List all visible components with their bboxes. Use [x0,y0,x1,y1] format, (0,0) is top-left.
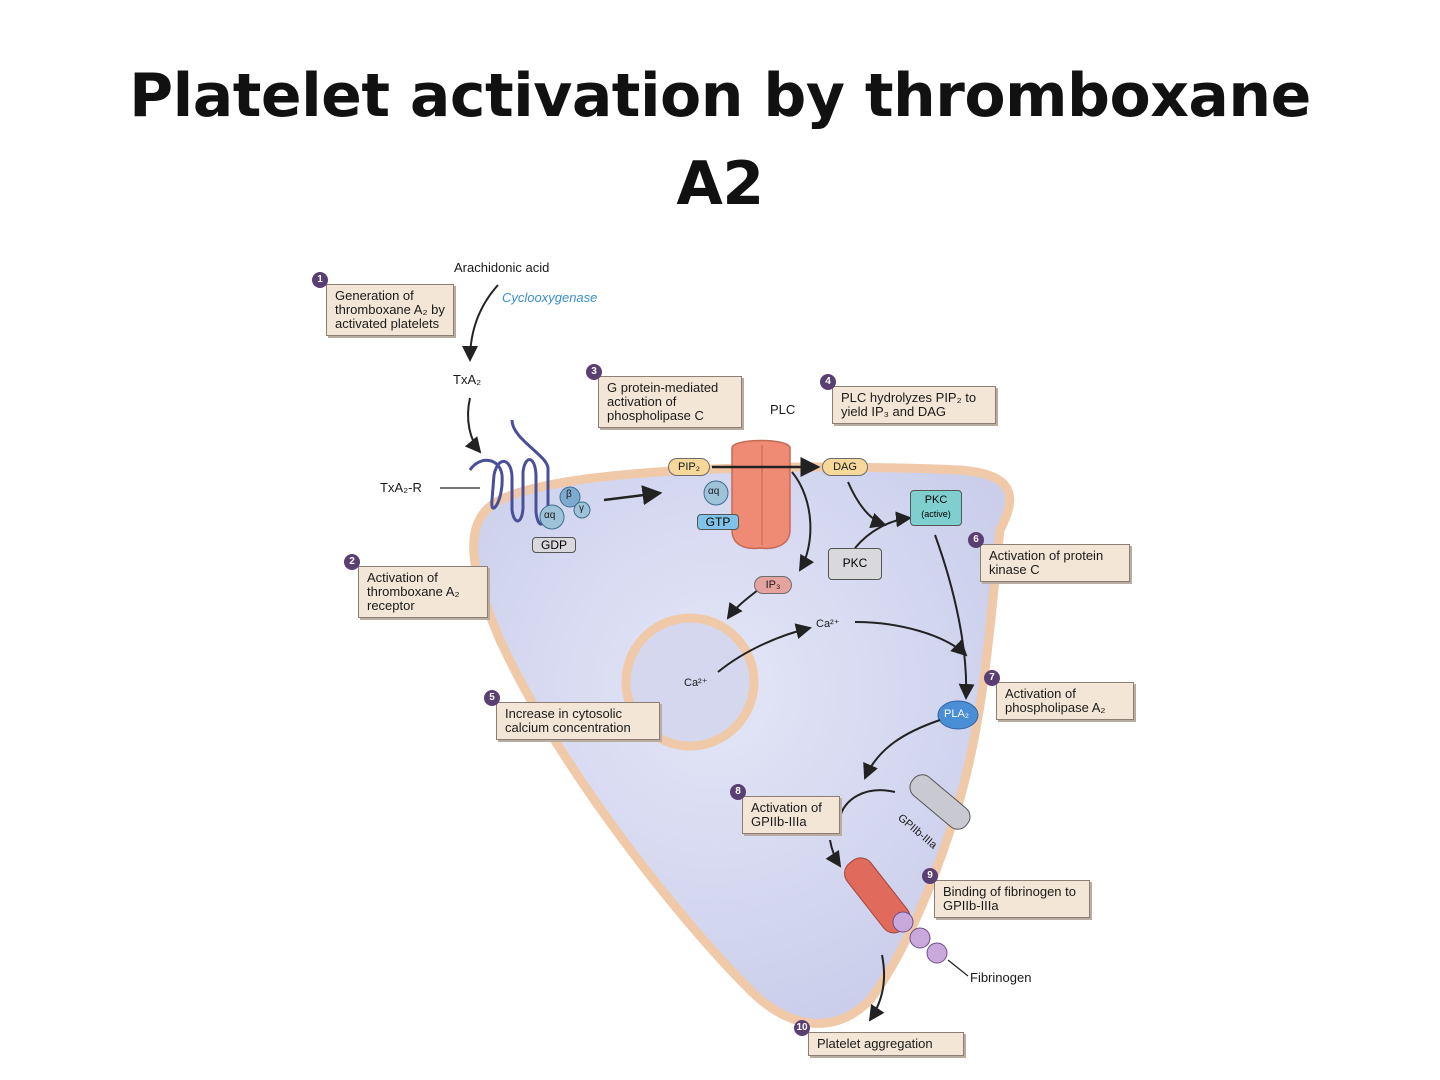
step-number-1: 1 [312,272,328,288]
slide-title: Platelet activation by thromboxane A2 [0,52,1440,228]
pkc-active-tag: PKC (active) [910,490,962,526]
label-alpha-q-gtp: αq [708,486,720,497]
gamma-subunit [573,501,591,519]
label-arachidonic-acid: Arachidonic acid [454,260,550,275]
alpha-q-gtp-subunit [703,480,729,506]
gpiib-iiia-receptor [909,774,971,830]
label-ca-store: Ca²⁺ [684,677,708,689]
txa2-receptor-icon [468,419,550,526]
step-box-6: Activation of protein kinase C [980,544,1130,582]
label-txa2: TxA₂ [453,372,482,387]
arrow-pkc-to-pkc-active [854,511,912,549]
pointer-fibrinogen [947,959,969,977]
arrow-gprotein-to-plc [603,485,663,506]
label-fibrinogen: Fibrinogen [970,970,1032,985]
ip3-tag: IP₃ [754,576,792,594]
fibrinogen-bead [892,911,914,933]
step-number-3: 3 [586,364,602,380]
step-number-4: 4 [820,374,836,390]
gdp-tag: GDP [532,537,576,553]
arrow-ip3-to-store [726,589,759,620]
step-box-9: Binding of fibrinogen to GPIIb-IIIa [934,880,1090,918]
label-gamma: γ [579,503,584,514]
pkc-tag: PKC [828,548,882,580]
label-beta: β [566,489,572,500]
title-line-1: Platelet activation by thromboxane [129,61,1311,131]
label-pla2: PLA₂ [944,708,970,720]
arrow-ca-to-pla2 [854,621,968,657]
label-alpha-q-gdp: αq [544,510,556,521]
step-number-9: 9 [922,868,938,884]
label-txa2-r: TxA₂-R [380,480,422,495]
arrow-dag-to-pkc-active [847,481,887,529]
fibrinogen-bead [909,927,931,949]
step-box-10: Platelet aggregation [808,1032,964,1056]
step-box-1: Generation of thromboxane A₂ by activate… [326,284,454,336]
beta-subunit [559,486,581,508]
step-box-2: Activation of thromboxane A₂ receptor [358,566,488,618]
pkc-active-sub: (active) [921,509,951,519]
fibrinogen-bead [926,942,948,964]
arrow-to-bound-receptor [825,839,842,868]
arrow-txa2-to-receptor [464,397,482,454]
dag-tag: DAG [822,458,868,476]
step-number-2: 2 [344,554,360,570]
arrow-store-to-cytosol [717,623,812,673]
label-cyclooxygenase: Cyclooxygenase [502,290,598,305]
arrow-gpiib-activation [839,789,896,819]
step-box-7: Activation of phospholipase A₂ [996,682,1134,720]
step-box-3: G protein-mediated activation of phospho… [598,376,742,428]
step-number-8: 8 [730,784,746,800]
arrow-aa-to-txa2 [462,284,499,362]
step-box-8: Activation of GPIIb-IIIa [742,796,840,834]
arrow-pla2-to-gpiib [863,719,941,780]
pip2-tag: PIP₂ [668,458,710,476]
arrow-to-aggregation [868,954,886,1022]
label-plc: PLC [770,402,796,417]
gtp-tag: GTP [697,514,739,530]
step-box-4: PLC hydrolyzes PIP₂ to yield IP₃ and DAG [832,386,996,424]
plc-enzyme [731,439,791,550]
title-line-2: A2 [676,149,764,219]
pla2-enzyme [937,700,979,730]
pkc-active-label: PKC [924,494,948,506]
arrow-pkc-to-pla2 [934,534,975,700]
arrow-plc-to-ip3 [791,471,815,572]
label-ca-cytosol: Ca²⁺ [816,618,840,630]
step-number-6: 6 [968,532,984,548]
step-number-10: 10 [794,1020,810,1036]
step-box-5: Increase in cytosolic calcium concentrat… [496,702,660,740]
step-number-5: 5 [484,690,500,706]
alpha-q-gdp-subunit [539,504,565,530]
step-number-7: 7 [984,670,1000,686]
